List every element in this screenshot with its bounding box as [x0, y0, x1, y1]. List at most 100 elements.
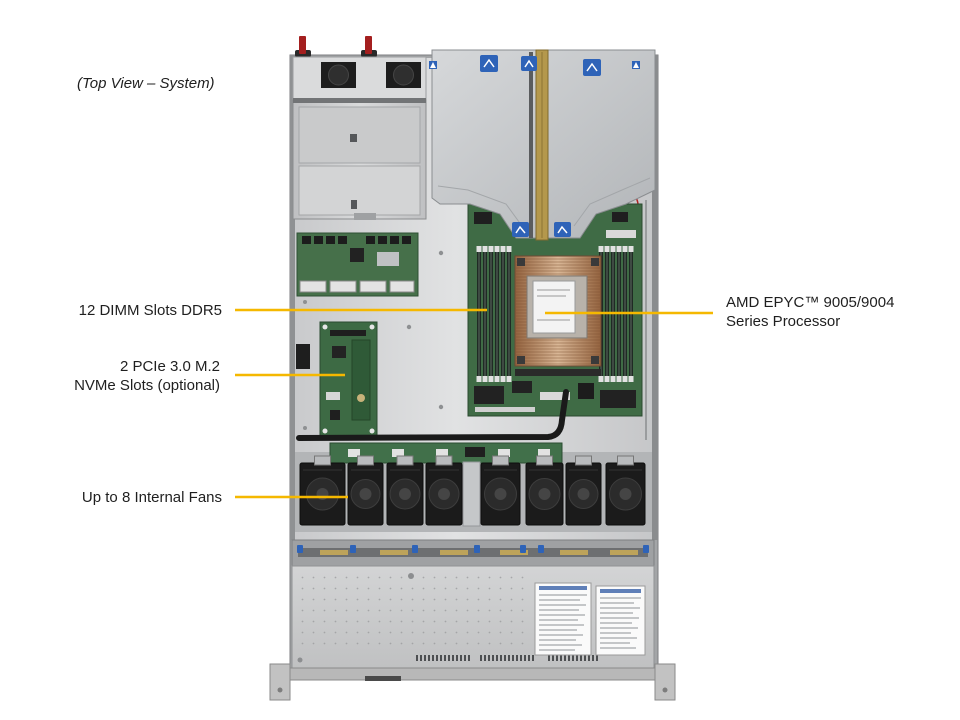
blue-label-tag — [480, 55, 498, 72]
fan-clip — [435, 455, 453, 466]
backplane-connectors — [297, 545, 649, 555]
riser-cage-fold — [573, 177, 651, 227]
service-sticker-right — [595, 585, 646, 656]
floor-screw-hole — [303, 300, 307, 304]
fans — [299, 455, 646, 526]
mb-connector — [606, 230, 636, 238]
psu-fan-left-rotor — [328, 64, 349, 86]
dimm-latch-bottom — [494, 376, 500, 382]
front-panel-perforation — [300, 572, 526, 650]
blue-service-label — [521, 56, 537, 71]
view-caption: (Top View – System) — [77, 75, 215, 92]
m2-connector — [330, 330, 366, 336]
blue-service-label — [554, 222, 571, 237]
fan-7 — [565, 455, 602, 526]
callout-label-processor-line1: AMD EPYC™ 9005/9004 — [726, 294, 895, 311]
fan-clip — [357, 455, 374, 466]
m2-standoff — [322, 428, 328, 434]
backplane-gold-connector — [610, 550, 638, 555]
dimm-slot-left-1 — [476, 246, 482, 382]
front-panel-screw — [297, 657, 303, 663]
m2-component — [326, 392, 340, 400]
mb-connector — [540, 392, 570, 400]
dimm-latch-bottom — [506, 376, 512, 382]
callout-label-fans-text: Up to 8 Internal Fans — [81, 489, 222, 506]
backplane-blue-tab — [643, 545, 649, 553]
blue-label-tag — [554, 222, 571, 237]
fan-clip — [536, 455, 553, 466]
dimm-latch-top — [622, 246, 628, 252]
m2-component — [330, 410, 340, 420]
floor-screw-hole — [406, 324, 412, 330]
riser-slot-guide — [529, 52, 533, 238]
sticker-body — [595, 585, 646, 656]
dimm-latch-bottom — [604, 376, 610, 382]
fan-hub — [538, 488, 551, 500]
mb-chip — [612, 212, 628, 222]
psu-fan-right-rotor — [393, 64, 414, 86]
fan-clip — [396, 455, 414, 466]
dimm-latch-top — [506, 246, 512, 252]
front-panel — [291, 565, 655, 669]
fan-clip — [492, 455, 509, 466]
backplane-gold-connector — [380, 550, 408, 555]
mb-chip — [512, 381, 532, 393]
power-distribution-board — [296, 232, 419, 297]
service-sticker-left — [534, 582, 592, 656]
pdb-connector-white — [389, 280, 415, 293]
dimm-latch-bottom — [610, 376, 616, 382]
m2-screw — [357, 394, 365, 402]
fan-8 — [605, 455, 646, 526]
riser-card-cage — [429, 49, 656, 241]
sticker-header — [539, 586, 587, 590]
chassis-right-wall — [652, 55, 658, 540]
front-lip-notch — [365, 676, 401, 681]
fan-hub — [577, 488, 590, 500]
backplane-blue-tab — [520, 545, 526, 553]
dimm-slot-left-3 — [488, 246, 494, 382]
fan-board-connector — [348, 449, 360, 457]
dimm-latch-top — [494, 246, 500, 252]
fan-divider-bracket — [462, 461, 481, 527]
heatsink-screw — [517, 356, 525, 364]
dimm-latch-bottom — [488, 376, 494, 382]
dimm-latch-bottom — [482, 376, 488, 382]
fan-clip — [575, 455, 592, 466]
pdb-connector — [378, 236, 387, 244]
blue-label-tag — [512, 222, 529, 237]
mb-connector — [475, 407, 535, 412]
pdb-chip — [350, 248, 364, 262]
dimm-latch-top — [610, 246, 616, 252]
fan-board-connector — [392, 449, 404, 457]
psu-lower-cover — [298, 165, 421, 216]
dimm-slot-left-5 — [500, 246, 506, 382]
cpu-heatsink — [514, 255, 602, 367]
backplane-connector-row — [298, 548, 648, 557]
mb-chip — [474, 212, 492, 224]
rack-ear-left-hole — [277, 687, 283, 693]
internal-cable — [296, 389, 569, 441]
callout-lines — [235, 308, 713, 499]
psu-upper-cover — [298, 106, 421, 164]
power-supply-bay — [292, 36, 427, 220]
psu-latch — [354, 213, 376, 220]
blue-label-glyph — [524, 59, 534, 68]
pdb-connector — [338, 236, 347, 244]
fan-board-connector — [538, 449, 550, 457]
corner-marker-arrow-icon — [430, 62, 436, 68]
pdb-connector-row — [302, 236, 411, 244]
backplane-gold-connector — [560, 550, 588, 555]
drive-backplane — [291, 539, 655, 567]
callout-label-dimm: 12 DIMM Slots DDR5 — [79, 301, 222, 320]
dimm-latch-bottom — [628, 376, 634, 382]
front-vent — [478, 655, 534, 661]
psu-pull-tab-right — [365, 36, 372, 54]
m2-nvme-board — [319, 321, 378, 437]
heatsink-screw — [517, 258, 525, 266]
dimm-latch-top — [482, 246, 488, 252]
front-vent — [416, 655, 471, 661]
callout-label-m2: 2 PCIe 3.0 M.2 NVMe Slots (optional) — [74, 357, 220, 395]
mb-chip — [474, 386, 504, 404]
